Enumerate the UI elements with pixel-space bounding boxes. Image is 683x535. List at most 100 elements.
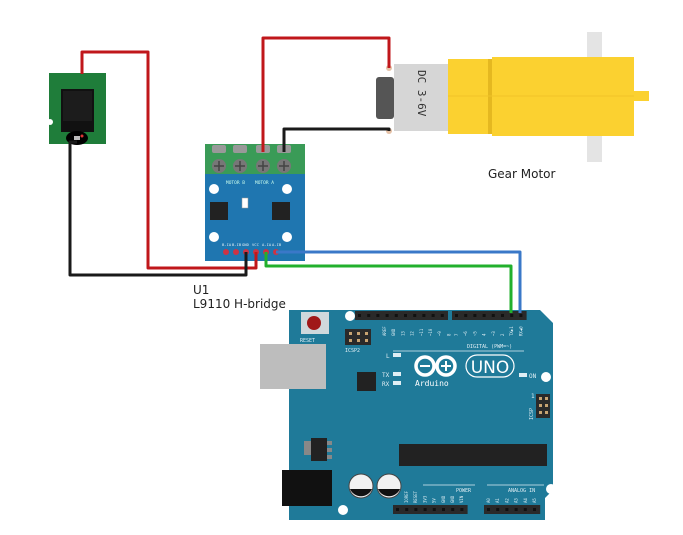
gear-motor[interactable]: DC 3-6V	[376, 32, 649, 162]
pin-label: GND	[450, 495, 455, 503]
pin-b-ib[interactable]	[233, 249, 239, 255]
driver-chip-a	[272, 202, 290, 220]
digital-pin[interactable]	[358, 314, 361, 317]
pin-label: A-IA	[262, 242, 272, 247]
usb-chip	[357, 372, 376, 391]
motor-b-label: MOTOR B	[226, 180, 245, 186]
digital-pin[interactable]	[431, 314, 435, 317]
terminal-b2[interactable]	[233, 145, 247, 173]
digital-pin[interactable]	[376, 314, 380, 317]
analog-pin[interactable]	[496, 508, 500, 511]
icsp2-header	[345, 329, 371, 345]
capacitor	[348, 473, 374, 499]
analog-pin[interactable]	[505, 508, 509, 511]
led-on-label: ON	[529, 373, 537, 380]
pin-label: A-IB	[272, 242, 282, 247]
pin-label: VCC	[252, 242, 259, 247]
wire-a-ib-d2[interactable]	[276, 250, 522, 313]
mount-hole	[282, 232, 292, 242]
digital-pin[interactable]	[394, 314, 398, 317]
analog-pin[interactable]	[487, 508, 490, 511]
digital-pin[interactable]	[501, 314, 504, 317]
usb-port[interactable]	[260, 344, 326, 389]
digital-pin[interactable]	[510, 314, 514, 317]
power-pin[interactable]	[414, 508, 418, 511]
analog-pin[interactable]	[514, 508, 518, 511]
motor-shaft	[634, 91, 649, 101]
pin-label: 4	[482, 333, 487, 336]
power-pin[interactable]	[405, 508, 409, 511]
pin-label: IOREF	[404, 490, 409, 503]
pin-label: 12	[410, 331, 415, 336]
h-bridge-ref-label: U1	[193, 283, 210, 297]
digital-pin[interactable]	[482, 314, 486, 317]
digital-pin[interactable]	[367, 314, 371, 317]
pin-label: RESET	[413, 490, 418, 503]
dc-barrel-jack[interactable]	[282, 470, 332, 506]
arduino-pcb	[289, 310, 553, 520]
terminal-b1[interactable]	[212, 145, 226, 173]
digital-pin[interactable]	[404, 314, 407, 317]
wire-power-gnd[interactable]	[68, 140, 248, 277]
power-pin[interactable]	[460, 508, 464, 511]
digital-pin[interactable]	[440, 314, 444, 317]
uno-badge	[465, 354, 515, 378]
digital-pin[interactable]	[519, 314, 523, 317]
digital-pin[interactable]	[473, 314, 477, 317]
wire-motor-minus[interactable]	[282, 127, 391, 152]
wire-motor-plus[interactable]	[261, 36, 391, 152]
power-led	[80, 134, 84, 138]
power-pin[interactable]	[396, 508, 399, 511]
pin-b-ia[interactable]	[223, 249, 229, 255]
pin-label: ~11	[419, 328, 424, 336]
analog-pin[interactable]	[523, 508, 527, 511]
power-header	[393, 505, 468, 514]
pin-label: GND	[391, 328, 396, 336]
pin-label: A5	[532, 498, 537, 503]
power-label: POWER	[456, 488, 472, 494]
wire-power-vcc[interactable]	[80, 50, 258, 270]
pin-label: 8	[446, 333, 451, 336]
mount-hole	[546, 484, 556, 494]
led-tx	[393, 372, 401, 376]
pin-label: A0	[486, 498, 491, 503]
pin-label: ~9	[437, 331, 442, 336]
power-pin[interactable]	[442, 508, 445, 511]
reset-button[interactable]	[301, 312, 329, 334]
icsp-pin1-label: 1	[531, 393, 535, 400]
analog-pin[interactable]	[533, 508, 536, 511]
mount-hole	[209, 232, 219, 242]
pin-label: 2	[500, 333, 505, 336]
digital-pin[interactable]	[464, 314, 468, 317]
power-jack-shell	[63, 91, 92, 121]
analog-header	[484, 505, 541, 514]
arduino-logo-text: Arduino	[415, 379, 449, 388]
pin-label: ~10	[428, 328, 433, 336]
digital-pin[interactable]	[422, 314, 426, 317]
digital-pin[interactable]	[385, 314, 389, 317]
power-pin[interactable]	[451, 508, 455, 511]
pin-label: VIN	[459, 495, 464, 503]
digital-pin[interactable]	[491, 314, 495, 317]
led-tx-label: TX	[382, 372, 390, 379]
gear-motor-label: Gear Motor	[488, 167, 556, 181]
motor-rating-text: DC 3-6V	[415, 70, 428, 117]
digital-pin[interactable]	[455, 314, 458, 317]
digital-pin[interactable]	[413, 314, 417, 317]
pin-label: GND	[441, 495, 446, 503]
motor-endcap	[376, 77, 394, 119]
mount-hole	[541, 372, 551, 382]
power-pin[interactable]	[432, 508, 436, 511]
power-pin[interactable]	[423, 508, 427, 511]
pin-label: B-IB	[232, 242, 242, 247]
wire-a-ia-d3[interactable]	[264, 252, 513, 313]
power-jack-module[interactable]	[47, 73, 106, 145]
led-l	[393, 353, 401, 357]
